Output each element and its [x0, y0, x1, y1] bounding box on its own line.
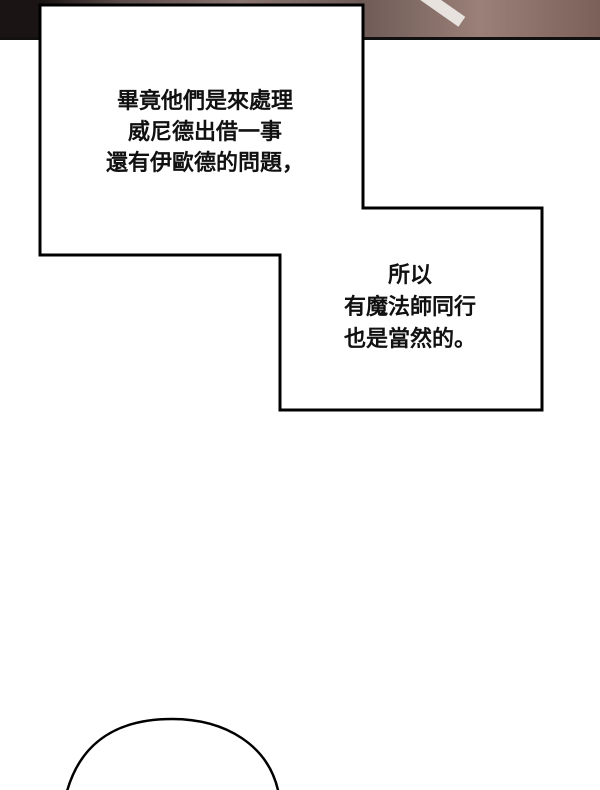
caption-text-2: 所以 有魔法師同行 也是當然的。 — [290, 260, 530, 356]
caption-line: 也是當然的。 — [343, 327, 476, 352]
caption-text-1: 畢竟他們是來處理 威尼德出借一事 還有伊歐德的問題， — [60, 86, 350, 179]
speech-bubble-outline — [66, 717, 280, 790]
caption-line: 畢竟他們是來處理 — [116, 89, 293, 114]
caption-line: 威尼德出借一事 — [127, 120, 282, 145]
caption-line: 有魔法師同行 — [343, 295, 476, 320]
caption-line: 所以 — [387, 263, 432, 288]
caption-box-outline — [38, 3, 544, 412]
caption-line: 還有伊歐德的問題， — [105, 151, 304, 176]
